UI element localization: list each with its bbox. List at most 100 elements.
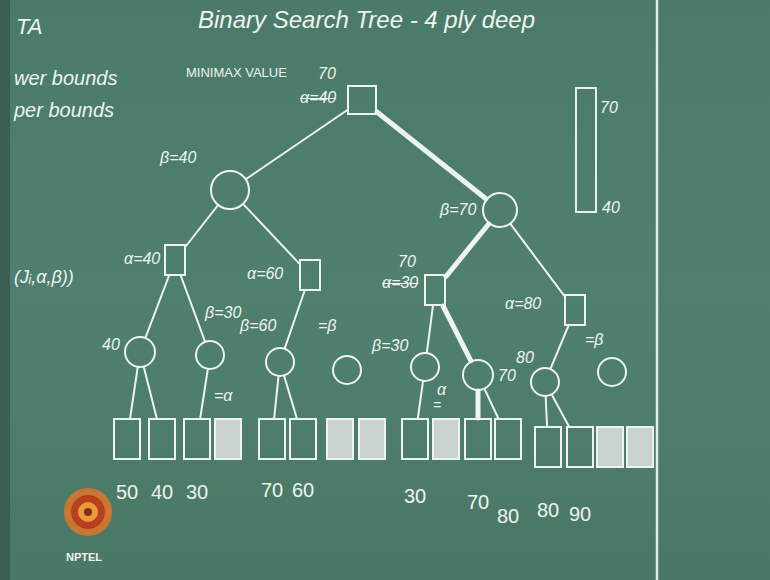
node-value-label: α=30 [382,275,418,291]
max-node-square: α=80 [564,294,586,326]
tree-edge [186,206,218,246]
cutoff-mark: = [433,398,441,412]
bound-value: 40 [602,200,620,216]
cutoff-mark: =α [214,388,232,404]
node-value-label: α=60 [247,266,283,282]
min-node-circle: β=30 [195,340,225,370]
node-outline [148,418,176,460]
tree-edge [485,389,498,418]
node-outline [195,340,225,370]
node-value-label: 30 [404,486,426,506]
tree-edge [476,391,481,418]
max-node-square: 70α=30 [424,274,446,306]
node-outline [596,426,624,468]
cutoff-mark: =β [318,318,336,334]
node-outline [564,294,586,326]
tree-edge [244,205,299,264]
node-outline [626,426,654,468]
node-outline [326,418,354,460]
board-divider [656,0,659,580]
tree-edge [377,112,486,199]
node-outline [289,418,317,460]
node-outline [464,418,492,460]
node-outline [214,418,242,460]
leaf-node: 80 [534,426,562,468]
node-outline [183,418,211,460]
tree-edge [130,368,137,418]
tree-edge [285,291,305,348]
leaf-node: 30 [401,418,429,460]
leaf-node: 70 [258,418,286,460]
leaf-node: 30 [183,418,211,460]
min-node-circle [332,355,362,385]
node-outline [597,357,627,387]
logo-text: NPTEL [66,552,102,563]
max-node-square: α=40 [164,244,186,276]
node-outline [164,244,186,276]
leaf-node [596,426,624,468]
tree-edge [511,224,564,295]
leaf-node [214,418,242,460]
partial-heading: TA [16,16,42,38]
leaf-node [326,418,354,460]
tree-edge [546,397,547,426]
cutoff-mark: =β [585,332,603,348]
bound-bracket [576,88,596,212]
node-outline [530,367,560,397]
cutoff-mark: α [437,382,446,398]
node-outline [210,170,250,210]
tree-edge [284,376,296,418]
tree-edge [144,368,157,418]
node-value-label: 70 [467,492,489,512]
node-outline [347,85,377,115]
tree-edge [146,276,169,337]
node-value-label: 30 [186,482,208,502]
tree-edge [551,326,569,368]
node-value-label: β=30 [205,305,241,321]
node-outline [299,259,321,291]
node-value-label: 40 [102,337,120,353]
node-value-label: 50 [116,482,138,502]
leaf-node: 40 [148,418,176,460]
node-outline [124,336,156,368]
node-outline [494,418,522,460]
node-outline [265,347,295,377]
min-node-circle: 70 [462,359,494,391]
max-node-square: 70α=40 [347,85,377,115]
min-node-circle: β=70 [482,192,518,228]
node-outline [566,426,594,468]
tree-edge [274,377,278,418]
node-value-label: α=80 [505,296,541,312]
node-value-label: 90 [569,504,591,524]
bound-value: 70 [600,100,618,116]
node-value-label: 70 [261,480,283,500]
node-value-label: β=60 [240,318,276,334]
node-value-label: α=40 [300,90,336,106]
max-node-square: α=60 [299,259,321,291]
board-title: Binary Search Tree - 4 ply deep [198,8,535,32]
leaf-node: 80 [494,418,522,460]
leaf-node: 60 [289,418,317,460]
node-outline [332,355,362,385]
tree-edge [247,110,347,179]
node-outline [410,352,440,382]
node-value-label: 70 [498,368,516,384]
node-outline [482,192,518,228]
tree-edge [446,224,489,276]
min-node-circle [597,357,627,387]
node-outline [113,418,141,460]
node-value-label: 80 [516,350,534,366]
min-node-circle: β=60 [265,347,295,377]
node-value-label: 70 [318,66,336,82]
leaf-node: 70 [464,418,492,460]
tree-edge [552,395,569,426]
min-node-circle: β=40 [210,170,250,210]
partial-formula: (Jᵢ,α,β)) [14,268,74,286]
node-value-label: β=40 [160,150,196,166]
min-node-circle: 40 [124,336,156,368]
min-node-circle: 80 [530,367,560,397]
leaf-node [432,418,460,460]
node-value-label: 80 [537,500,559,520]
node-value-label: α=40 [124,251,160,267]
partial-note: wer bounds [14,68,117,88]
